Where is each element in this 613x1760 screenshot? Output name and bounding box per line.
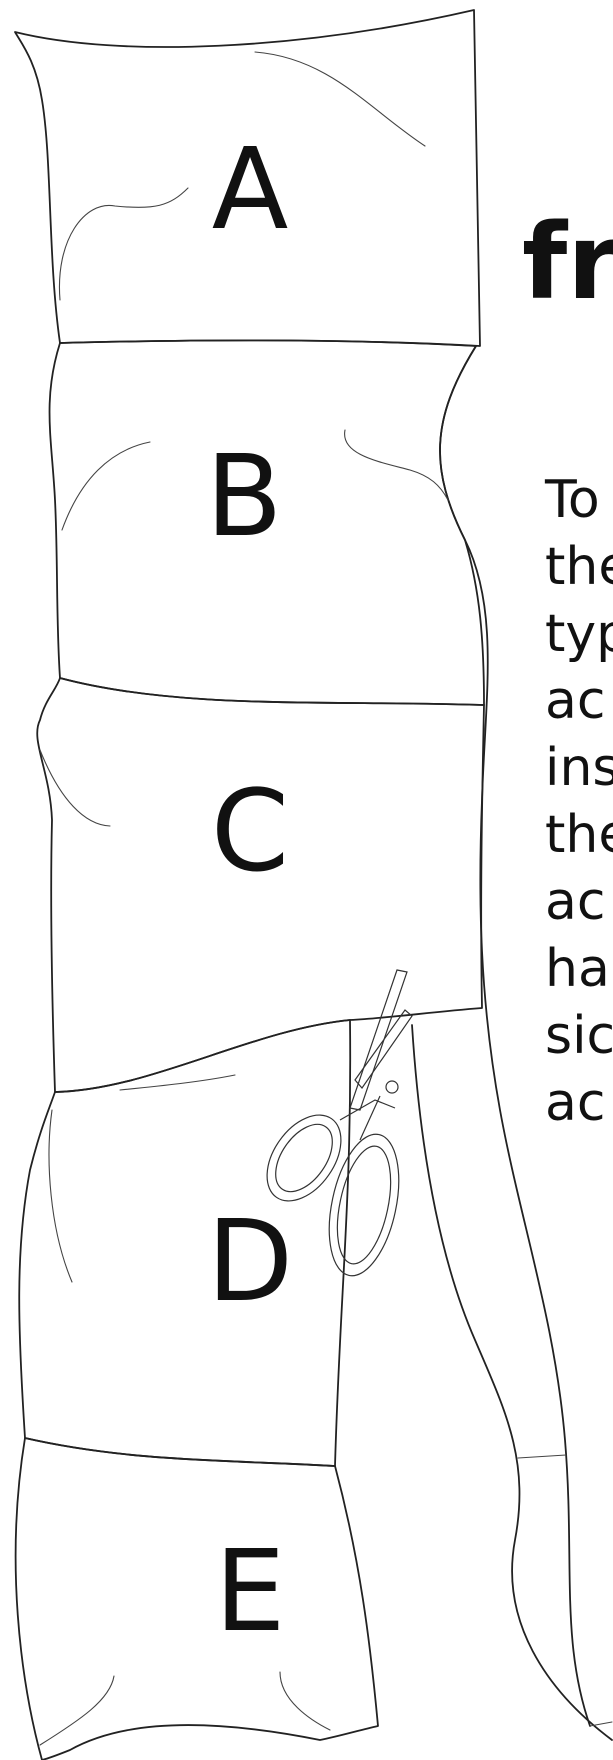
- body-line: the: [545, 805, 613, 865]
- body-line: ha: [545, 939, 610, 999]
- segment-label-b: B: [206, 432, 283, 562]
- segment-label-e: E: [215, 1527, 286, 1657]
- body-line: typ: [545, 604, 613, 664]
- body-line: To: [544, 470, 600, 530]
- segment-label-c: C: [211, 767, 289, 897]
- segment-label-d: D: [207, 1197, 293, 1327]
- segment-label-a: A: [212, 125, 289, 255]
- page-title: fr: [522, 201, 613, 323]
- body-line: ac: [545, 872, 605, 932]
- body-line: the: [545, 537, 613, 597]
- segment-a: A: [15, 10, 480, 346]
- body-line: ac: [545, 1073, 605, 1133]
- body-line: ac: [545, 671, 605, 731]
- segment-d: D: [19, 1020, 350, 1466]
- segment-c: C: [37, 678, 484, 1092]
- segment-e: E: [16, 1438, 378, 1760]
- body-line: sic: [545, 1006, 613, 1066]
- body-line: ins: [545, 738, 613, 798]
- segment-b: B: [50, 340, 484, 705]
- body-text: To the typ ac ins the ac ha sic ac: [544, 470, 613, 1133]
